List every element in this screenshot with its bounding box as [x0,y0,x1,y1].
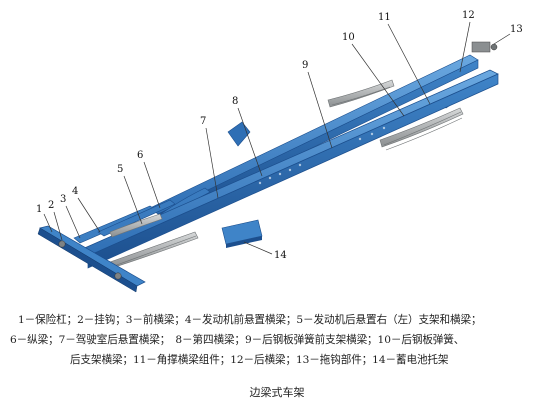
rear-leaf-spring-near [379,107,464,151]
chassis-frame-diagram: 1 2 3 4 5 6 7 8 9 10 11 12 13 14 [36,10,523,293]
near-side-rail [79,69,499,269]
callout-6: 6 [137,150,143,161]
rear-leaf-spring-far [327,79,395,108]
callout-14: 14 [274,250,287,261]
callout-2: 2 [48,200,54,211]
callout-8: 8 [232,96,238,107]
parts-legend: 1－保险杠；2－挂钩；3－前横梁；4－发动机前悬置横梁；5－发动机后悬置右（左）… [10,310,546,370]
front-leaf-spring-far [109,213,163,238]
callout-5: 5 [117,164,123,175]
callout-7: 7 [200,116,206,127]
cab-mount-bracket [227,121,251,147]
rear-tow-hook [471,41,498,53]
figure-caption: 边梁式车架 [249,386,305,399]
leader-lines [43,21,511,255]
callout-11: 11 [378,12,391,23]
callout-13: 13 [510,24,523,35]
callout-12: 12 [462,10,475,21]
legend-line-1: 1－保险杠；2－挂钩；3－前横梁；4－发动机前悬置横梁；5－发动机后悬置右（左）… [18,314,482,326]
callout-4: 4 [72,186,78,197]
tow-hook-front [58,240,122,280]
callout-3: 3 [60,194,66,205]
callout-1: 1 [36,204,42,215]
callout-10: 10 [342,32,355,43]
legend-line-2: 6－纵梁；7－驾驶室后悬置横梁； 8－第四横梁；9－后钢板弹簧前支架横梁；10－… [10,334,465,346]
callout-9: 9 [302,60,308,71]
battery-tray [221,219,263,248]
legend-line-3: 后支架横梁；11－角撑横梁组件；12－后横梁；13－拖钩部件；14－蓄电池托架 [70,354,449,366]
